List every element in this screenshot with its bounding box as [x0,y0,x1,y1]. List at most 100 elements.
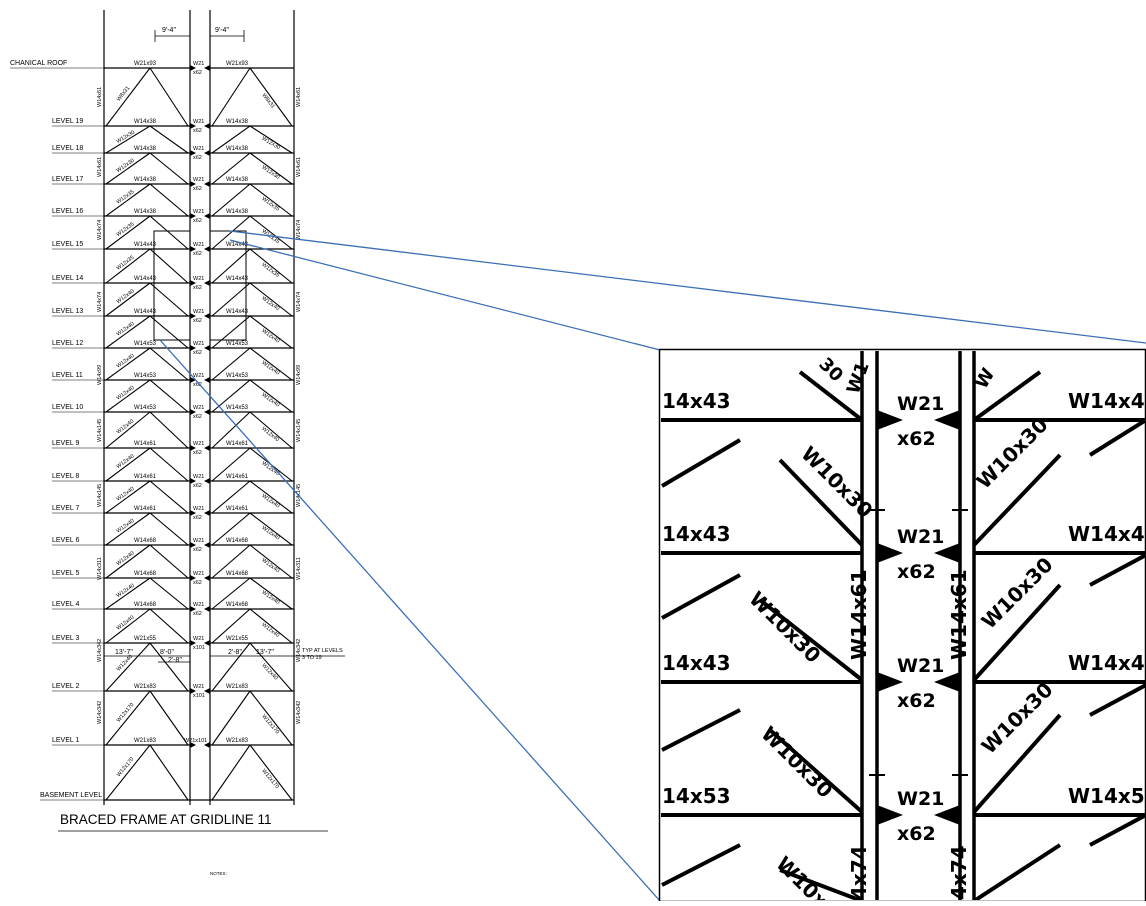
beam-left-label: W14x61 [134,506,157,512]
beam-left-label: W14x53 [134,341,157,347]
link-arrow-right [204,409,210,415]
beam-left-label: W14x53 [134,405,157,411]
link-size-label: x62 [193,483,202,489]
beam-right-label: W14x38 [226,177,249,183]
level-label: CHANICAL ROOF [10,60,67,67]
link-arrow-right [204,181,210,187]
level-label: LEVEL 17 [52,176,83,183]
beam-right-label: W14x43 [226,276,249,282]
link-size-label: x101 [193,693,205,699]
column-label-left: W14x311 [97,557,103,580]
link-label: W21 [193,341,204,347]
link-size-label: x62 [193,186,202,192]
beam-right-label: W21x83 [226,684,249,690]
link-arrow-right [204,213,210,219]
level-label: BASEMENT LEVEL [40,792,102,799]
level-label: LEVEL 15 [52,241,83,248]
link-label: W21 [193,602,204,608]
drawing-title: BRACED FRAME AT GRIDLINE 11 [60,812,272,827]
brace-right-outer [250,68,292,126]
brace-right-outer [250,412,292,448]
brace-left-outer [106,691,150,745]
link-size-label: x62 [193,218,202,224]
level-label: LEVEL 2 [52,683,79,690]
beam-right-label: W14x38 [226,146,249,152]
brace-left-inner [150,68,188,126]
link-size-label: x62 [193,318,202,324]
dim-8-0: 8'-0" [160,649,174,656]
link-size-label: x62 [193,251,202,257]
beam-right-label: W14x68 [226,538,249,544]
link-label: W21 [193,684,204,690]
brace-left-label: W12x40 [116,583,136,599]
column-label-right: W14x74 [296,220,302,240]
brace-left-outer [106,745,150,800]
link-arrow-right [204,313,210,319]
column-label-left: W14x145 [97,419,103,442]
column-label-right: W14x99 [296,365,302,385]
column-label-left: W14x145 [97,484,103,507]
link-arrow-right [204,606,210,612]
link-label: W21 [193,538,204,544]
zoom-beam-left-label: 14x43 [662,522,731,546]
brace-right-outer [250,691,292,745]
zoom-link-size-label: x62 [897,690,936,712]
beam-left-label: W14x43 [134,276,157,282]
link-size-label: x62 [193,70,202,76]
zoom-link-size-label: x62 [897,428,936,450]
level-label: LEVEL 18 [52,145,83,152]
beam-left-label: W14x43 [134,242,157,248]
column-label-right: W14x61 [296,87,302,107]
zoom-beam-left-label: 14x43 [662,389,731,413]
dim-13-7-left: 13'-7" [115,649,133,656]
brace-right-inner [212,691,250,745]
beam-right-label: W14x61 [226,506,249,512]
link-label: W21 [193,636,204,642]
link-label: W21 [193,506,204,512]
zoom-column-left-label: W14x61 [847,569,871,660]
dimension-right-label: 9'-4" [215,27,229,34]
beam-left-label: W14x38 [134,146,157,152]
zoom-beam-right-label: W14x4 [1068,522,1145,546]
zoom-column-left-lower-label: 4x74 [847,845,871,900]
link-size-label: x62 [193,285,202,291]
beam-right-label: W14x68 [226,602,249,608]
beam-left-label: W21x55 [134,636,157,642]
link-label: W21 [193,61,204,67]
column-label-right: W14x145 [296,419,302,442]
link-label: W21 [193,441,204,447]
link-arrow-right [204,246,210,252]
column-label-left: W14x342 [97,701,103,724]
dim-13-7-right: 13'-7" [256,649,274,656]
level-label: LEVEL 6 [52,537,79,544]
brace-left-label: W12x30 [116,158,136,174]
link-label: W21 [193,209,204,215]
link-arrow-right [204,345,210,351]
link-arrow-right [204,542,210,548]
column-label-left: W14x342 [97,639,103,662]
link-size-label: x62 [193,547,202,553]
beam-left-label: W14x61 [134,441,157,447]
level-label: LEVEL 14 [52,275,83,282]
dimension-left-label: 9'-4" [162,27,176,34]
level-label: LEVEL 5 [52,570,79,577]
brace-right-inner [212,745,250,800]
link-arrow-right [204,575,210,581]
zoom-beam-right-label: W14x5 [1068,784,1145,808]
link-size-label: x62 [193,155,202,161]
beam-right-label: W14x53 [226,373,249,379]
link-arrow-right [204,377,210,383]
beam-left-label: W14x53 [134,373,157,379]
link-size-label: x62 [193,580,202,586]
beam-left-label: W14x43 [134,309,157,315]
beam-left-label: W14x61 [134,474,157,480]
